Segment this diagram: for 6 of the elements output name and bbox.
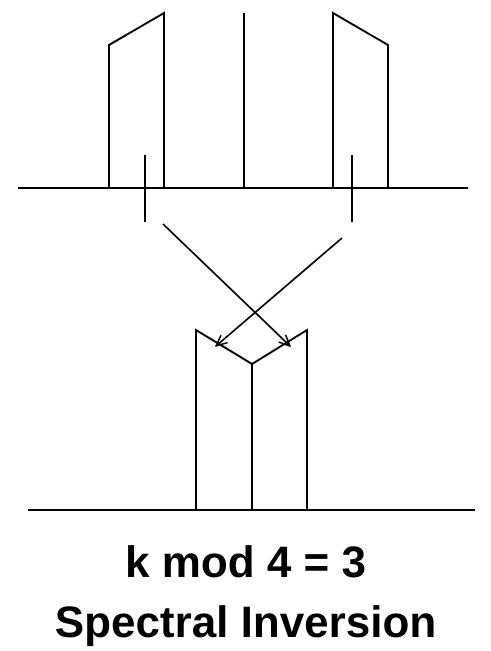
caption-text: k mod 4 = 3 (125, 541, 366, 585)
caption-text: Spectral Inversion (54, 601, 436, 645)
arrow (215, 237, 343, 347)
spectrum-band (194, 328, 309, 510)
spectrum-band (105, 10, 168, 224)
arrow (162, 223, 291, 347)
